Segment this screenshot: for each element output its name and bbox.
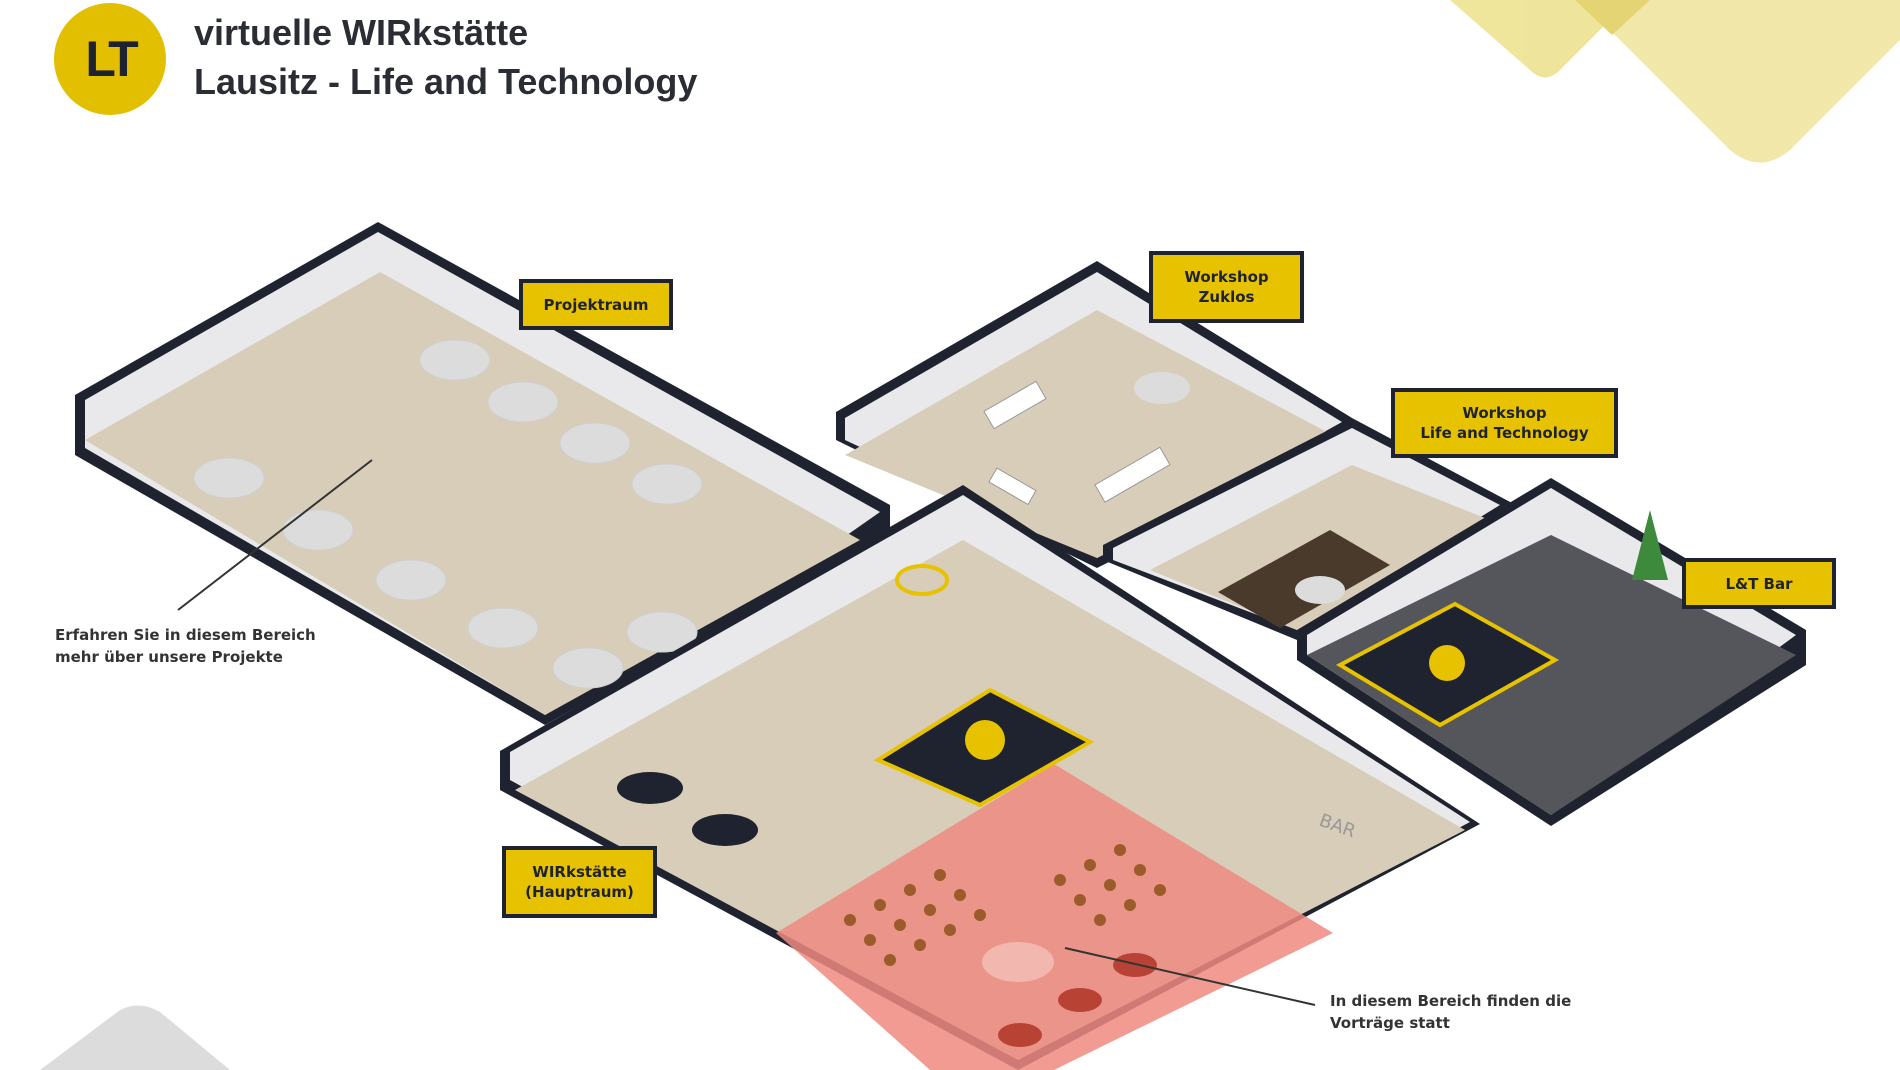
room-lt-bar[interactable] [1297, 478, 1806, 826]
title-line-1: virtuelle WIRkstätte [194, 12, 529, 53]
page-title: virtuelle WIRkstätte Lausitz - Life and … [194, 8, 697, 106]
label-lt-bar[interactable]: L&T Bar [1682, 558, 1836, 609]
label-wirkstaette-hauptraum[interactable]: WIRkstätte (Hauptraum) [502, 846, 657, 918]
label-workshop-life-and-technology[interactable]: Workshop Life and Technology [1391, 388, 1618, 458]
room-projektraum[interactable] [75, 222, 890, 725]
room-workshop-life-and-technology[interactable] [1103, 418, 1512, 640]
decorative-shape [40, 1005, 230, 1070]
decorative-diamonds [1450, 0, 1900, 163]
note-projects: Erfahren Sie in diesem Bereich mehr über… [55, 626, 316, 666]
title-line-2: Lausitz - Life and Technology [194, 61, 698, 102]
note-talks: In diesem Bereich finden die Vorträge st… [1330, 992, 1572, 1032]
label-projektraum[interactable]: Projektraum [519, 279, 673, 330]
lt-logo: LT [54, 3, 166, 115]
logo-text: LT [85, 31, 138, 87]
room-wirkstaette-hauptraum[interactable]: BAR [500, 485, 1480, 1070]
label-workshop-zuklos[interactable]: Workshop Zuklos [1149, 251, 1304, 323]
